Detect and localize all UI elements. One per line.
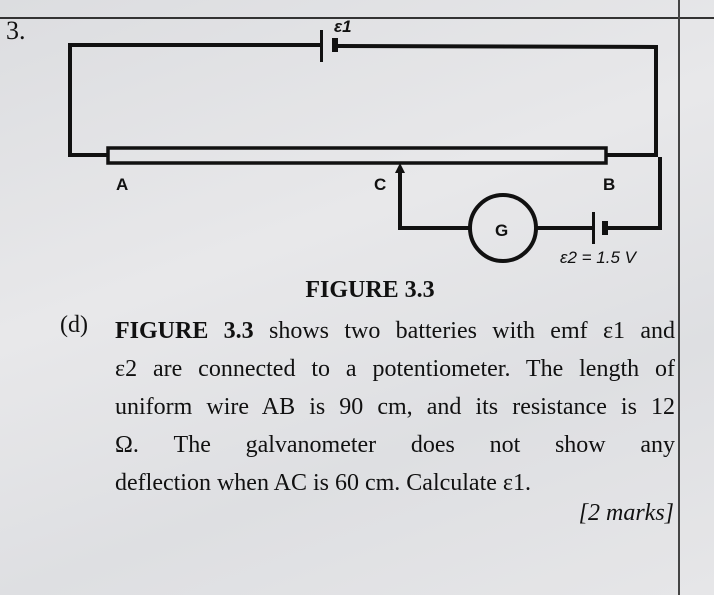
line-text: shows two batteries with emf ε1 and bbox=[253, 318, 675, 344]
figure-reference: FIGURE 3.3 bbox=[115, 318, 254, 344]
question-line: uniform wire AB is 90 cm, and its resist… bbox=[115, 394, 675, 420]
question-text: FIGURE 3.3 shows two batteries with emf … bbox=[115, 312, 675, 502]
emf1-label: ε1 bbox=[334, 17, 352, 36]
potentiometer-wire-ab bbox=[106, 146, 608, 165]
cell-emf2 bbox=[592, 212, 608, 244]
table-border-right bbox=[678, 0, 680, 595]
figure-caption: FIGURE 3.3 bbox=[305, 277, 435, 303]
circuit-diagram: ε1 A C B G ε2 = 1.5 V bbox=[68, 17, 662, 267]
point-c-label: C bbox=[374, 175, 386, 194]
marks-allocation: [2 marks] bbox=[579, 500, 674, 527]
marks-text: [2 marks] bbox=[578, 500, 674, 526]
emf2-label: ε2 = 1.5 V bbox=[560, 248, 638, 267]
question-line: ε2 are connected to a potentiometer. The… bbox=[115, 356, 675, 382]
main-circuit-wire-right bbox=[337, 44, 658, 157]
point-b-label: B bbox=[603, 175, 615, 194]
question-line: deflection when AC is 60 cm. Calculate ε… bbox=[115, 470, 531, 496]
jockey-wire bbox=[398, 170, 470, 230]
jockey-arrow-icon bbox=[395, 163, 405, 173]
question-line: FIGURE 3.3 shows two batteries with emf … bbox=[115, 312, 675, 350]
galvanometer-label: G bbox=[495, 221, 508, 240]
question-line: Ω. The galvanometer does not show any bbox=[115, 432, 675, 458]
table-border-top bbox=[0, 17, 714, 19]
main-circuit-wire bbox=[68, 43, 322, 157]
cell-emf1 bbox=[320, 30, 338, 62]
point-a-label: A bbox=[116, 175, 128, 194]
question-number: 3. bbox=[6, 16, 26, 45]
part-label: (d) bbox=[60, 312, 88, 338]
cell2-wire bbox=[606, 157, 662, 230]
